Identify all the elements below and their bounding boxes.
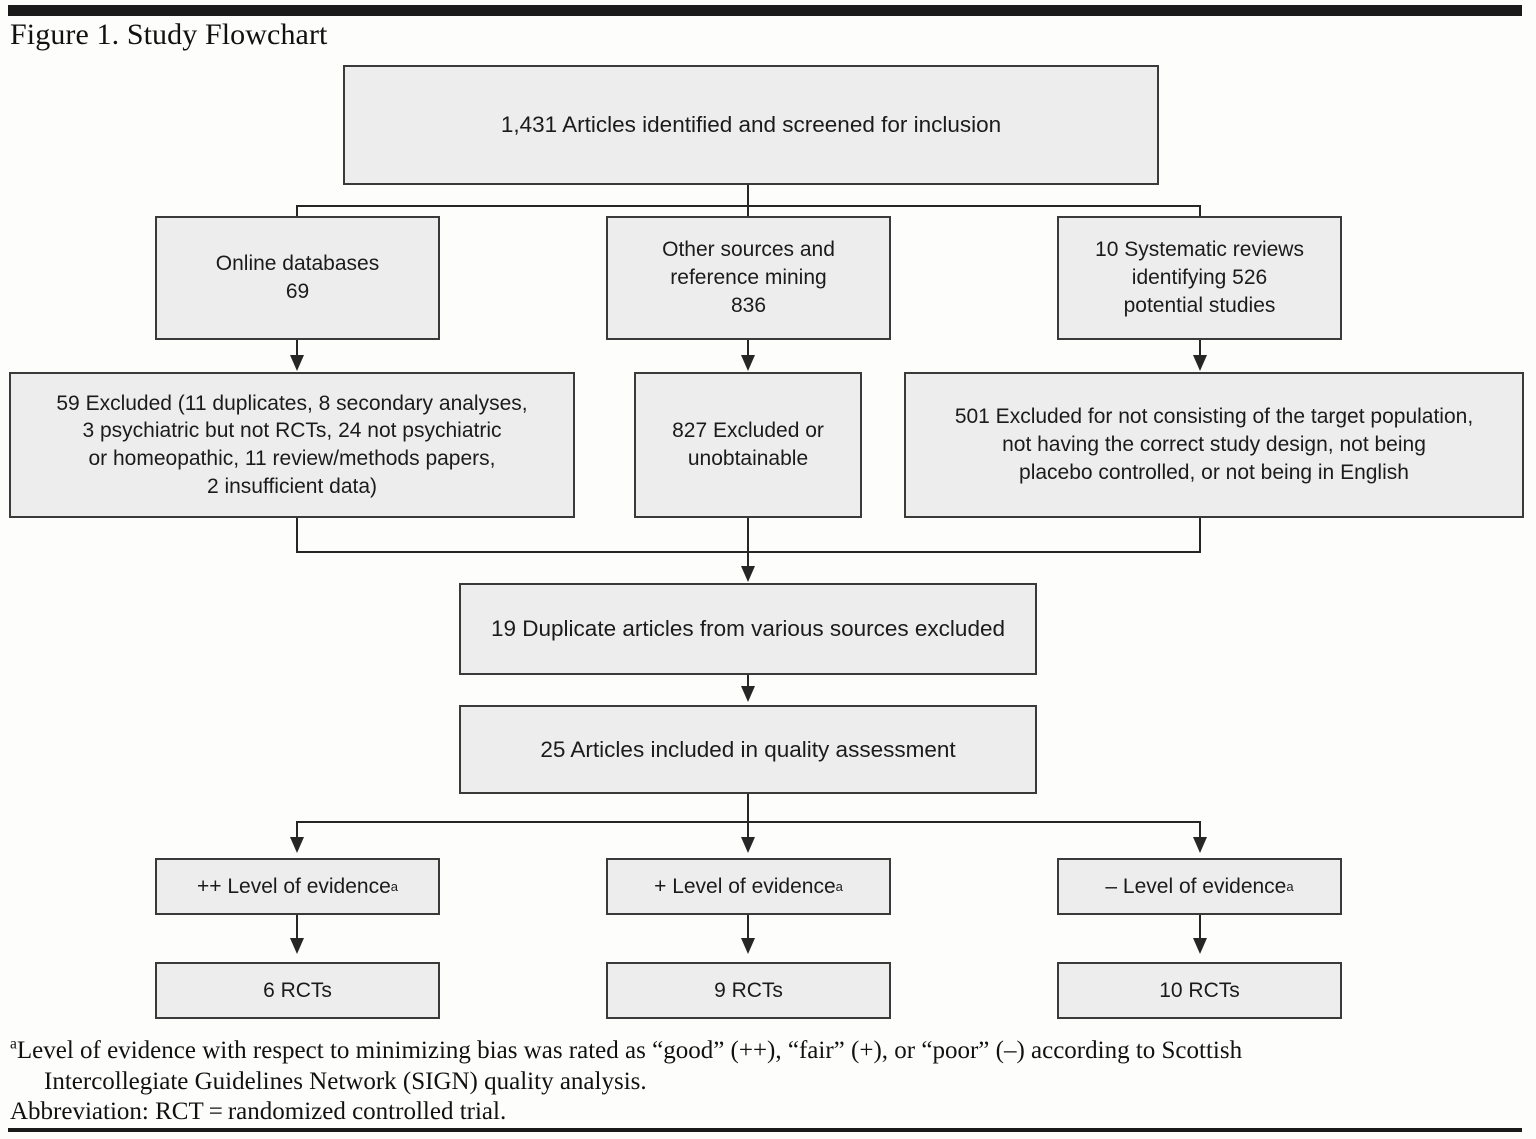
node-systematic-reviews: 10 Systematic reviews identifying 526 po… — [1057, 216, 1342, 340]
connector-drop-level-3 — [1199, 821, 1201, 840]
footnote-marker: a — [10, 1035, 17, 1053]
connector-included-trunk — [747, 794, 749, 821]
node-online-databases: Online databases 69 — [155, 216, 440, 340]
connector-drop-level-2 — [747, 821, 749, 840]
connector-level1-rct1 — [296, 915, 298, 948]
connector-screened-trunk — [747, 185, 749, 205]
connector-level3-rct3 — [1199, 915, 1201, 948]
arrowhead-rct-1 — [290, 938, 304, 954]
arrowhead-included — [741, 686, 755, 702]
node-included: 25 Articles included in quality assessme… — [459, 705, 1037, 794]
connector-src2-excl2 — [747, 340, 749, 358]
node-excluded-501: 501 Excluded for not consisting of the t… — [904, 372, 1524, 518]
node-other-sources: Other sources and reference mining 836 — [606, 216, 891, 340]
node-excluded-59: 59 Excluded (11 duplicates, 8 secondary … — [9, 372, 575, 518]
footnote-line-2: Intercollegiate Guidelines Network (SIGN… — [44, 1067, 647, 1095]
connector-excl2-to-duplicates — [747, 518, 749, 580]
arrowhead-src3-excl3 — [1193, 355, 1207, 371]
footnote-line-3: Abbreviation: RCT = randomized controlle… — [10, 1098, 507, 1125]
bottom-rule — [8, 1128, 1522, 1132]
node-rcts-plusplus: 6 RCTs — [155, 962, 440, 1019]
node-rcts-plus: 9 RCTs — [606, 962, 891, 1019]
level-minus-label: – Level of evidence — [1105, 874, 1287, 898]
connector-drop-level-1 — [296, 821, 298, 840]
node-rcts-minus: 10 RCTs — [1057, 962, 1342, 1019]
arrowhead-src2-excl2 — [741, 355, 755, 371]
arrowhead-level-1 — [290, 837, 304, 853]
connector-drop-source-3 — [1199, 205, 1201, 216]
footnote-line-1-text: Level of evidence with respect to minimi… — [16, 1037, 1243, 1064]
connector-src1-excl1 — [296, 340, 298, 358]
level-plus-label: + Level of evidence — [654, 874, 836, 898]
arrowhead-duplicates — [741, 566, 755, 582]
node-excluded-827: 827 Excluded or unobtainable — [634, 372, 862, 518]
connector-duplicates-included — [747, 675, 749, 696]
connector-src3-excl3 — [1199, 340, 1201, 358]
connector-drop-source-2 — [747, 205, 749, 216]
connector-drop-source-1 — [296, 205, 298, 216]
figure-title: Figure 1. Study Flowchart — [10, 18, 328, 51]
connector-level2-rct2 — [747, 915, 749, 948]
node-duplicates: 19 Duplicate articles from various sourc… — [459, 583, 1037, 675]
figure-footnote: aLevel of evidence with respect to minim… — [10, 1036, 1510, 1128]
arrowhead-level-2 — [741, 837, 755, 853]
top-rule — [8, 5, 1522, 16]
level-plusplus-label: ++ Level of evidence — [196, 874, 391, 898]
arrowhead-rct-3 — [1193, 938, 1207, 954]
connector-excl1-stub — [296, 518, 298, 551]
arrowhead-level-3 — [1193, 837, 1207, 853]
footnote-line-1: aLevel of evidence with respect to minim… — [10, 1036, 1510, 1067]
connector-excl3-stub — [1199, 518, 1201, 551]
arrowhead-rct-2 — [741, 938, 755, 954]
arrowhead-src1-excl1 — [290, 355, 304, 371]
node-screened: 1,431 Articles identified and screened f… — [343, 65, 1159, 185]
